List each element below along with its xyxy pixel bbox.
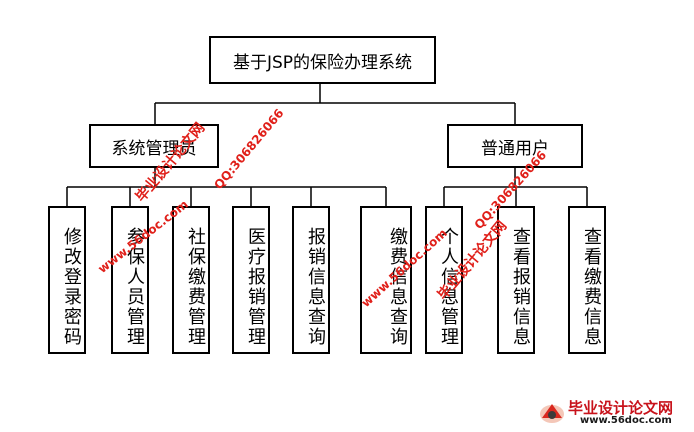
branch-label-user: 普通用户 <box>481 138 549 159</box>
leaf-node: 医疗报销管理 <box>232 206 270 354</box>
leaf-label: 修改登录密码 <box>61 227 82 347</box>
logo-url: www.56doc.com <box>580 415 672 426</box>
leaf-label: 报销信息查询 <box>305 227 326 347</box>
leaf-node: 报销信息查询 <box>292 206 330 354</box>
leaf-label: 社保缴费管理 <box>185 227 206 347</box>
leaf-label: 参保人员管理 <box>124 227 145 347</box>
leaf-label: 个人信息管理 <box>438 227 459 347</box>
logo-text: 毕业设计论文网 <box>568 399 674 417</box>
leaf-node: 参保人员管理 <box>111 206 149 354</box>
leaf-node: 查看报销信息 <box>497 206 535 354</box>
leaf-label: 缴费信息查询 <box>387 227 408 347</box>
leaf-label: 查看缴费信息 <box>581 227 602 347</box>
leaf-label: 医疗报销管理 <box>245 227 266 347</box>
branch-node-user: 普通用户 <box>447 124 583 168</box>
leaf-node: 社保缴费管理 <box>172 206 210 354</box>
branch-label-admin: 系统管理员 <box>111 138 197 159</box>
leaf-node: 修改登录密码 <box>48 206 86 354</box>
logo-emblem-icon <box>540 404 564 423</box>
leaf-node: 个人信息管理 <box>425 206 463 354</box>
leaf-node: 缴费信息查询 <box>360 206 412 354</box>
root-label: 基于JSP的保险办理系统 <box>232 52 413 73</box>
site-logo: 毕业设计论文网 www.56doc.com <box>538 398 688 428</box>
root-node: 基于JSP的保险办理系统 <box>209 36 436 84</box>
branch-node-admin: 系统管理员 <box>89 124 219 168</box>
leaf-node: 查看缴费信息 <box>568 206 606 354</box>
leaf-label: 查看报销信息 <box>510 227 531 347</box>
